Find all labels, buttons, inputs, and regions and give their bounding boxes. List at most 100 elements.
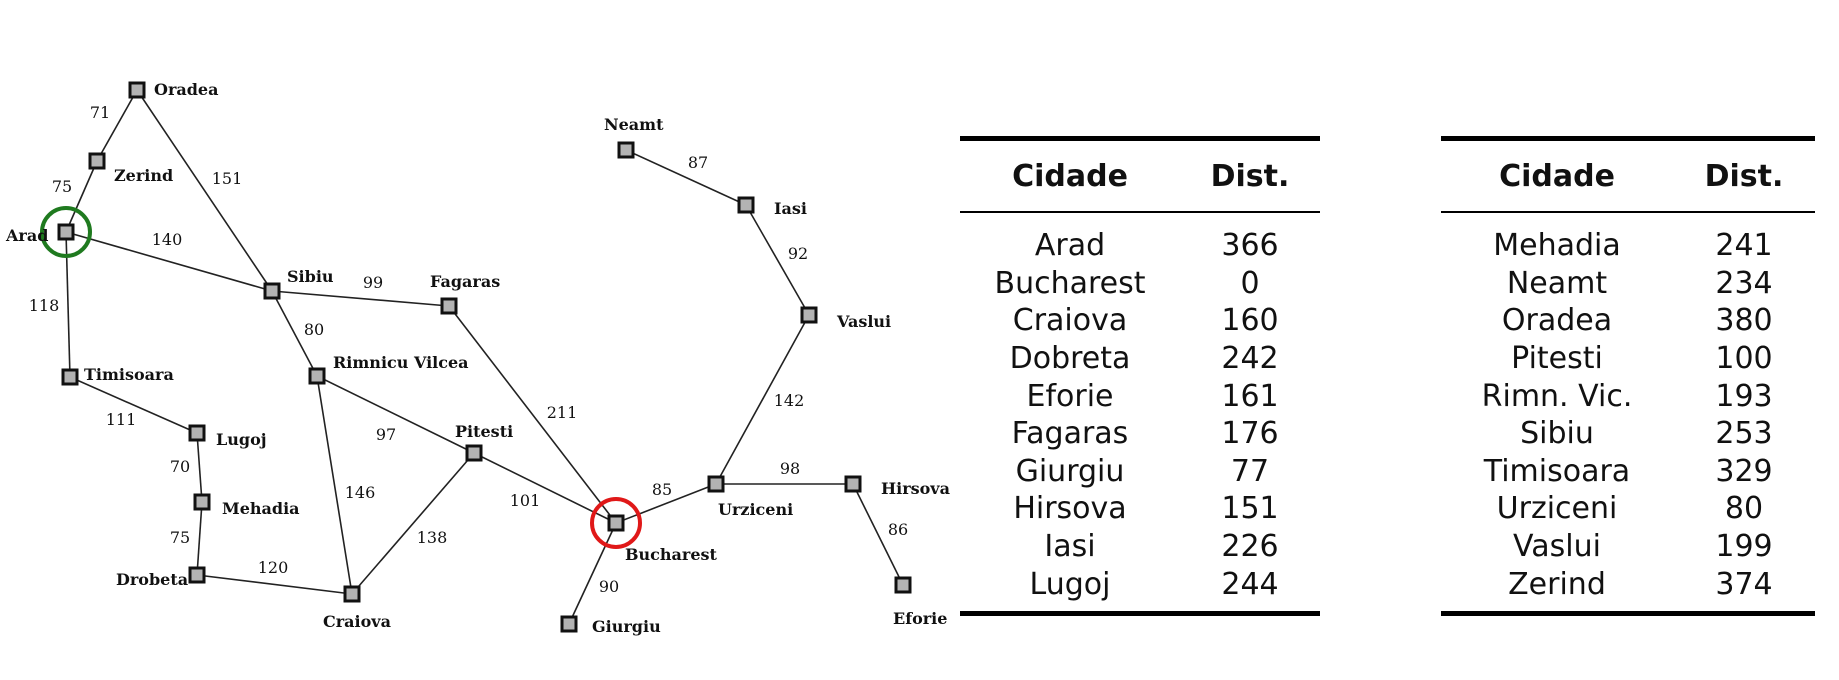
city-node-zerind (88, 152, 106, 170)
city-cell: Bucharest (994, 265, 1146, 301)
city-cell: Timisoara (1483, 453, 1631, 489)
city-label-rimnicu: Rimnicu Vilcea (333, 353, 469, 372)
road-distance-rimnicu-pitesti: 97 (376, 425, 396, 444)
table-bottom-rule (1441, 610, 1815, 616)
table-row: Mehadia 241 (1441, 227, 1815, 265)
distance-cell: 244 (1221, 566, 1279, 602)
city-cell: Giurgiu (1015, 453, 1125, 489)
table-header: Cidade Dist. (1441, 141, 1815, 211)
distance-cell: 242 (1221, 341, 1279, 377)
city-cell: Sibiu (1520, 416, 1594, 452)
road-oradea-sibiu (136, 89, 273, 292)
table-top-rule (1441, 136, 1815, 141)
table-row: Lugoj 244 (960, 565, 1320, 603)
road-vaslui-iasi (745, 204, 810, 316)
city-node-lugoj (188, 424, 206, 442)
highlights (40, 206, 642, 549)
city-cell: Dobreta (1009, 341, 1131, 377)
city-cell: Oradea (1501, 303, 1613, 339)
distance-cell: 161 (1221, 378, 1279, 414)
city-node-oradea (128, 81, 146, 99)
table-row: Sibiu 253 (1441, 415, 1815, 453)
road-oradea-zerind (96, 89, 138, 162)
city-label-iasi: Iasi (774, 199, 807, 218)
road-distance-arad-sibiu: 140 (152, 230, 183, 249)
distance-cell: 160 (1221, 303, 1279, 339)
distance-cell: 253 (1715, 416, 1773, 452)
table-header: Cidade Dist. (960, 141, 1320, 211)
table-row: Dobreta 242 (960, 340, 1320, 378)
road-zerind-arad (65, 160, 98, 233)
distance-cell: 80 (1724, 491, 1764, 527)
road-distance-pitesti-bucharest: 101 (510, 491, 541, 510)
road-distance-bucharest-giurgiu: 90 (599, 577, 619, 596)
road-iasi-neamt (625, 149, 747, 206)
road-pitesti-bucharest (473, 452, 617, 524)
city-cell: Arad (1034, 228, 1106, 264)
city-label-oradea: Oradea (154, 80, 218, 99)
road-distance-rimnicu-craiova: 146 (345, 483, 376, 502)
road-urziceni-vaslui (715, 314, 810, 485)
city-cell: Mehadia (1493, 228, 1621, 264)
distance-cell: 366 (1221, 228, 1279, 264)
distance-cell: 151 (1221, 491, 1279, 527)
road-distance-arad-timisoara: 118 (29, 296, 60, 315)
city-label-vaslui: Vaslui (836, 312, 891, 331)
city-cell: Iasi (1044, 529, 1096, 565)
road-distance-urziceni-hirsova: 98 (780, 459, 800, 478)
distance-cell: 241 (1715, 228, 1773, 264)
city-cell: Pitesti (1511, 341, 1603, 377)
city-label-eforie: Eforie (893, 609, 947, 628)
road-distance-mehadia-drobeta: 75 (170, 528, 190, 547)
city-node-drobeta (188, 566, 206, 584)
road-distance-craiova-pitesti: 138 (417, 528, 448, 547)
distance-cell: 193 (1715, 378, 1773, 414)
distance-cell: 226 (1221, 529, 1279, 565)
road-distance-timisoara-lugoj: 111 (106, 410, 137, 429)
city-label-arad: Arad (5, 226, 48, 245)
header-city: Cidade (1499, 158, 1615, 194)
city-cell: Urziceni (1496, 491, 1618, 527)
city-node-arad (57, 223, 75, 241)
table-top-rule (960, 136, 1320, 141)
table-row: Eforie 161 (960, 377, 1320, 415)
city-cell: Hirsova (1013, 491, 1127, 527)
table-bottom-rule (960, 610, 1320, 616)
city-label-hirsova: Hirsova (881, 479, 950, 498)
city-node-fagaras (440, 297, 458, 315)
road-distance-vaslui-iasi: 92 (788, 244, 808, 263)
road-distance-lugoj-mehadia: 70 (170, 457, 190, 476)
city-node-sibiu (263, 282, 281, 300)
road-distance-bucharest-urziceni: 85 (652, 480, 672, 499)
distance-cell: 374 (1715, 566, 1773, 602)
city-label-sibiu: Sibiu (287, 267, 334, 286)
road-arad-sibiu (65, 231, 273, 292)
city-node-urziceni (707, 475, 725, 493)
city-node-vaslui (800, 306, 818, 324)
table-row: Arad 366 (960, 227, 1320, 265)
city-cell: Lugoj (1029, 566, 1111, 602)
road-mehadia-drobeta (196, 501, 203, 576)
road-distance-oradea-zerind: 71 (90, 103, 110, 122)
city-label-urziceni: Urziceni (718, 500, 793, 519)
road-distance-drobeta-craiova: 120 (258, 558, 289, 577)
city-node-bucharest (607, 514, 625, 532)
header-city: Cidade (1012, 158, 1128, 194)
city-label-drobeta: Drobeta (116, 570, 188, 589)
road-drobeta-craiova (196, 574, 353, 595)
city-cell: Eforie (1026, 378, 1114, 414)
table-row: Rimn. Vic.193 (1441, 377, 1815, 415)
table-row: Hirsova 151 (960, 490, 1320, 528)
city-cell: Vaslui (1513, 529, 1601, 565)
roads (65, 89, 904, 625)
road-distance-iasi-neamt: 87 (688, 153, 708, 172)
road-distance-hirsova-eforie: 86 (888, 520, 908, 539)
road-lugoj-mehadia (196, 432, 203, 503)
